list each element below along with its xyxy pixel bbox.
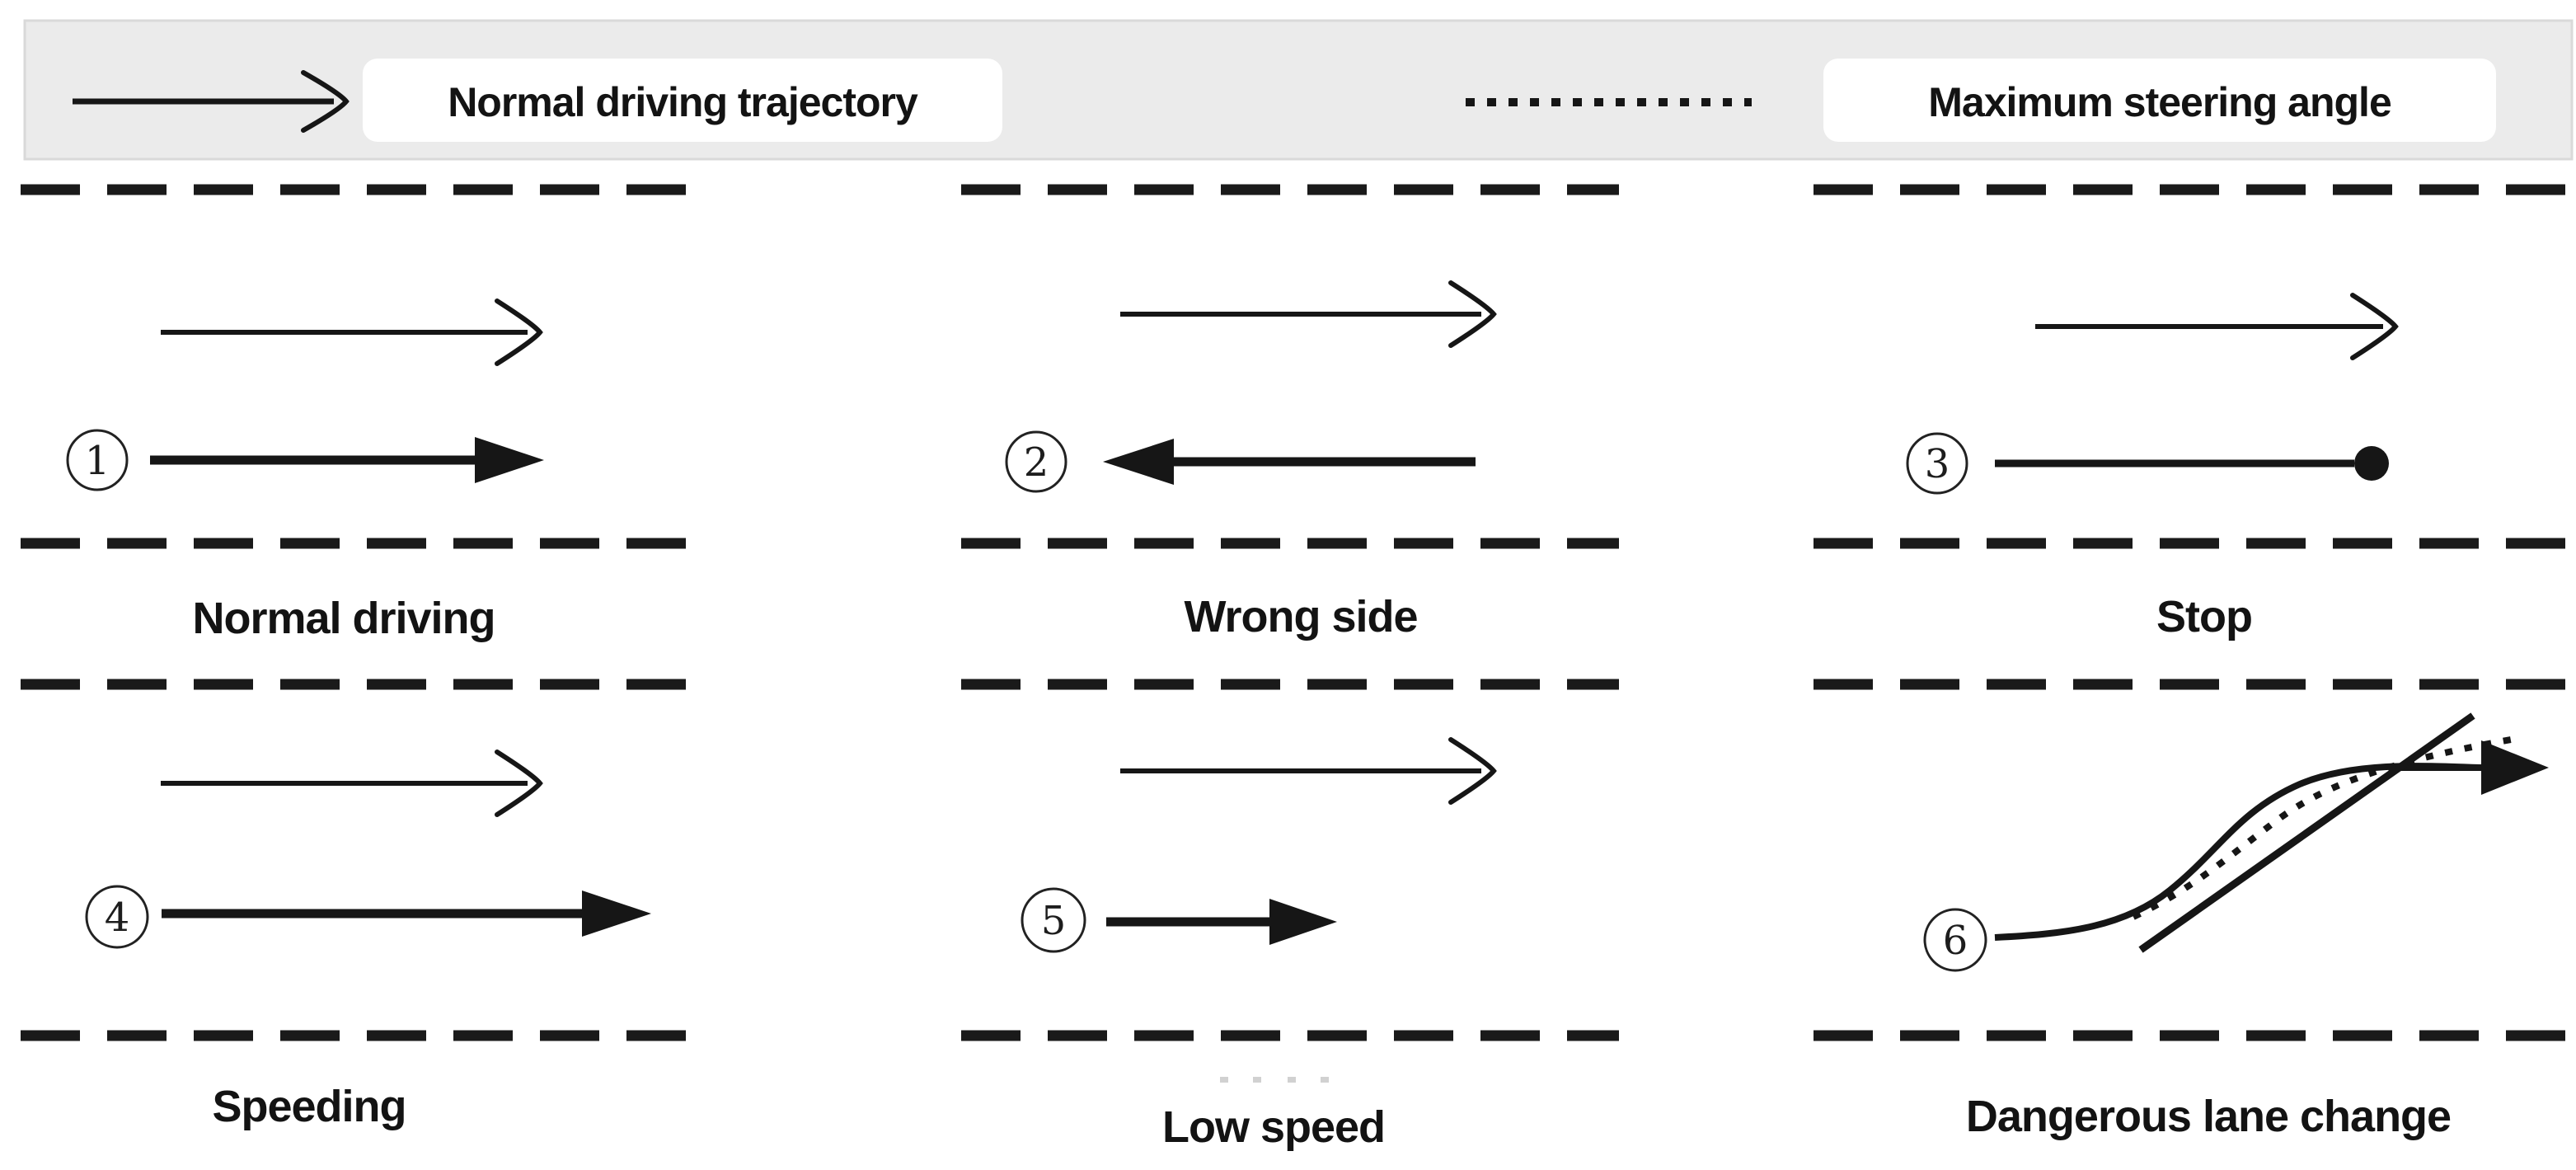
open-arrowhead-icon bbox=[1448, 280, 1497, 348]
solid-arrowhead-icon bbox=[475, 437, 544, 483]
panel-label-dangerous-lane-change: Dangerous lane change bbox=[1966, 1092, 2451, 1141]
solid-arrowhead-icon bbox=[2481, 740, 2549, 795]
panel-label-low-speed: Low speed bbox=[1162, 1102, 1385, 1152]
panel-label-wrong-side: Wrong side bbox=[1184, 592, 1417, 641]
panel-low-speed: 5 Low speed bbox=[1021, 737, 1497, 1152]
vehicle-trajectory-stopped-3 bbox=[1995, 446, 2389, 481]
panel-dangerous-lane-change: 6 Dangerous lane change bbox=[1923, 712, 2549, 1141]
legend-item-max-steering: Maximum steering angle bbox=[1466, 59, 2496, 142]
vehicle-badge-1: 1 bbox=[66, 429, 129, 491]
normal-trajectory-arrowhead-icon bbox=[301, 70, 350, 133]
reference-trajectory-arrow bbox=[2035, 293, 2399, 360]
solid-arrowhead-icon bbox=[1103, 439, 1174, 485]
reference-trajectory-arrow bbox=[161, 749, 543, 817]
open-arrowhead-icon bbox=[495, 298, 543, 366]
tangent-line bbox=[2138, 712, 2475, 953]
solid-arrowhead-icon bbox=[1269, 899, 1337, 945]
vehicle-number: 3 bbox=[1925, 441, 1950, 487]
number-circle bbox=[1021, 887, 1086, 953]
faint-dot bbox=[1220, 1077, 1228, 1083]
legend-label-box bbox=[363, 59, 1002, 142]
vehicle-trajectory-arrow-5-short bbox=[1106, 899, 1337, 945]
vehicle-trajectory-arrow-4-long bbox=[162, 890, 651, 937]
vehicle-number: 4 bbox=[105, 895, 130, 941]
open-arrowhead-icon bbox=[1448, 737, 1497, 805]
vehicle-badge-5: 5 bbox=[1021, 887, 1086, 953]
open-arrowhead-icon bbox=[495, 749, 543, 817]
faint-dot bbox=[1321, 1077, 1329, 1083]
reference-trajectory-arrow bbox=[1120, 280, 1497, 348]
panel-stop: 3 Stop bbox=[1906, 293, 2399, 641]
vehicle-badge-6: 6 bbox=[1923, 908, 1987, 972]
number-circle bbox=[85, 885, 149, 949]
vehicle-badge-2: 2 bbox=[1005, 430, 1067, 493]
legend: Normal driving trajectory Maximum steeri… bbox=[23, 19, 2574, 161]
legend-label-normal-trajectory: Normal driving trajectory bbox=[448, 79, 918, 125]
number-circle bbox=[1906, 432, 1968, 495]
solid-arrowhead-icon bbox=[582, 890, 651, 937]
vehicle-trajectory-arrow-2-reversed bbox=[1103, 439, 1476, 485]
lane-change-exit-arrow bbox=[2400, 740, 2549, 795]
stop-endpoint-dot-icon bbox=[2354, 446, 2389, 481]
panel-label-speeding: Speeding bbox=[212, 1082, 406, 1131]
legend-label-max-steering: Maximum steering angle bbox=[1928, 79, 2391, 125]
vehicle-number: 2 bbox=[1024, 439, 1049, 486]
vehicle-number: 5 bbox=[1041, 898, 1067, 944]
vehicle-number: 6 bbox=[1943, 918, 1968, 964]
faint-artifact-dots bbox=[1220, 1077, 1329, 1083]
panel-label-normal-driving: Normal driving bbox=[192, 594, 495, 643]
reference-trajectory-arrow bbox=[1120, 737, 1497, 805]
number-circle bbox=[66, 429, 129, 491]
panel-normal-driving: 1 Normal driving bbox=[66, 298, 544, 643]
number-circle bbox=[1923, 908, 1987, 972]
vehicle-number: 1 bbox=[85, 438, 110, 484]
faint-dot bbox=[1288, 1077, 1296, 1083]
lane-change-trajectory-curve bbox=[1994, 763, 2480, 941]
vehicle-trajectory-arrow-1 bbox=[150, 437, 544, 483]
panel-label-stop: Stop bbox=[2156, 592, 2252, 641]
lane-markings bbox=[21, 184, 2570, 1041]
number-circle bbox=[1005, 430, 1067, 493]
vehicle-badge-4: 4 bbox=[85, 885, 149, 949]
panel-speeding: 4 Speeding bbox=[85, 749, 651, 1131]
faint-dot bbox=[1253, 1077, 1261, 1083]
panel-wrong-side: 2 Wrong side bbox=[1005, 280, 1497, 641]
vehicle-badge-3: 3 bbox=[1906, 432, 1968, 495]
legend-item-normal-trajectory: Normal driving trajectory bbox=[73, 59, 1002, 142]
open-arrowhead-icon bbox=[2350, 293, 2399, 360]
max-steering-angle-dotted-curve bbox=[2132, 736, 2512, 920]
legend-label-box bbox=[1823, 59, 2496, 142]
reference-trajectory-arrow bbox=[161, 298, 543, 366]
